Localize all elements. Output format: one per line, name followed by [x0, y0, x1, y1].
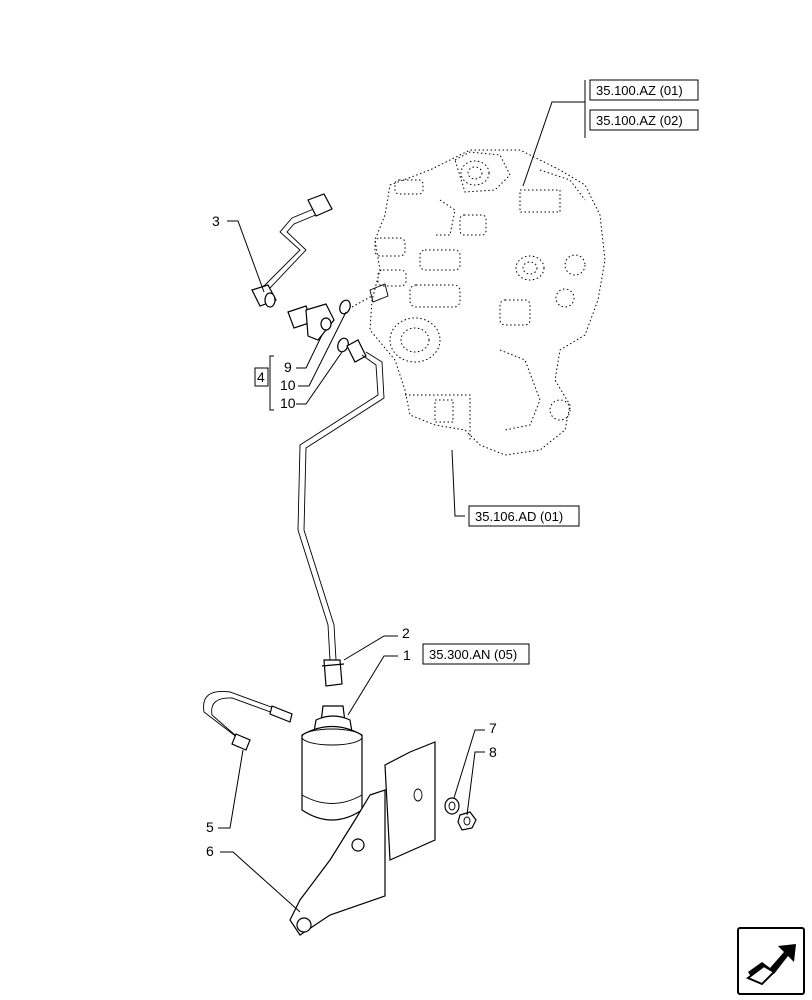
- transmission-housing: [369, 149, 606, 456]
- ref-an05[interactable]: 35.300.AN (05): [422, 643, 530, 665]
- callout-7: 7: [489, 720, 497, 736]
- ref-az01[interactable]: 35.100.AZ (01): [589, 79, 699, 101]
- callout-5: 5: [206, 819, 214, 835]
- next-page-arrow-icon[interactable]: [737, 927, 805, 995]
- callout-10a: 10: [280, 377, 296, 393]
- part-6-bracket: [289, 741, 436, 936]
- callout-8: 8: [489, 744, 497, 760]
- callout-3: 3: [212, 213, 220, 229]
- part-7-washer: [444, 797, 460, 815]
- callout-10b: 10: [280, 395, 296, 411]
- callout-4: 4: [257, 369, 265, 385]
- ref-az02-label: 35.100.AZ (02): [596, 113, 683, 128]
- pressure-tube: [297, 339, 385, 687]
- callout-numbers: 1 2 3 5 6 7 8 9 10 10: [206, 213, 497, 859]
- part-3-tube: [251, 193, 333, 308]
- part-8-nut: [457, 811, 477, 831]
- ref-az02[interactable]: 35.100.AZ (02): [589, 109, 699, 131]
- part-9-elbow-fitting: [287, 303, 335, 341]
- leader-lines: [218, 80, 586, 913]
- callout-9: 9: [284, 359, 292, 375]
- ref-an05-label: 35.300.AN (05): [429, 647, 517, 662]
- callout-2: 2: [402, 625, 410, 641]
- callout-6: 6: [206, 843, 214, 859]
- ref-az01-label: 35.100.AZ (01): [596, 83, 683, 98]
- group-callout-4: 4: [254, 367, 269, 387]
- housing-port: [351, 283, 389, 308]
- ref-ad01-label: 35.106.AD (01): [475, 509, 563, 524]
- part-10-o-rings: [337, 299, 351, 353]
- ref-ad01[interactable]: 35.106.AD (01): [468, 505, 580, 527]
- callout-1: 1: [403, 647, 411, 663]
- part-1-cylinder: [301, 705, 363, 821]
- part-5-u-bolt: [203, 690, 293, 751]
